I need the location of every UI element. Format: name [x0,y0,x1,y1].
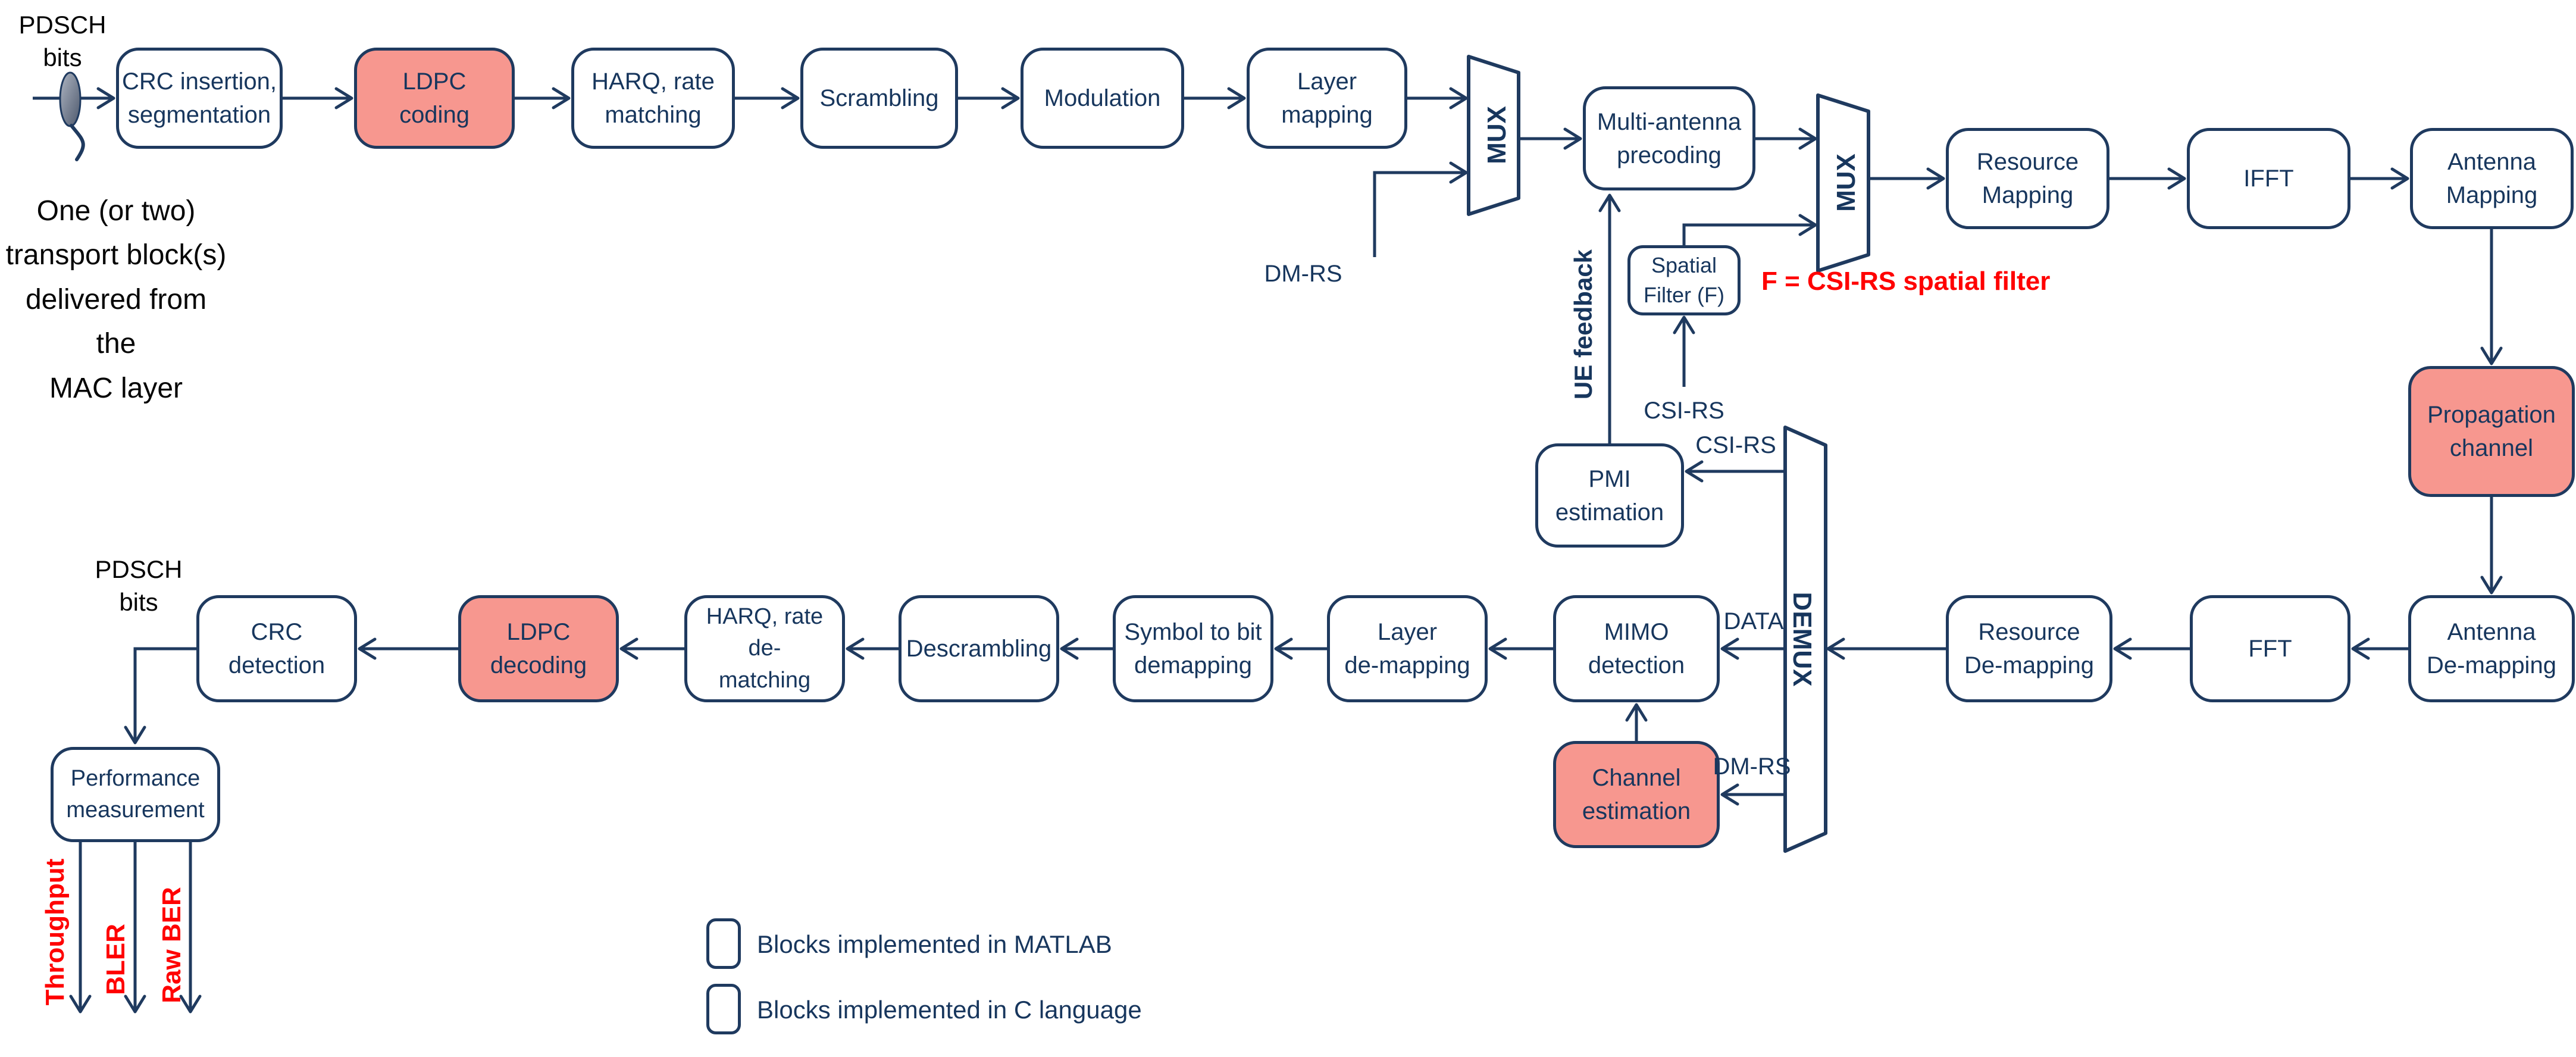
connectors [33,87,2503,1014]
mux2-label: MUX [1832,154,1861,212]
block-spatial-filter: Spatial Filter (F) [1627,245,1741,315]
block-harq-rate-matching: HARQ, rate matching [571,48,735,149]
mux2-shape [1816,93,1870,273]
block-resource-de-mapping: Resource De-mapping [1946,595,2112,702]
dm-rs-tx-label: DM-RS [1264,261,1342,287]
block-mimo-detection: MIMO detection [1553,595,1720,702]
csi-rs-demux-label: CSI-RS [1695,432,1776,458]
data-demux-label: DATA [1723,608,1784,634]
block-fft: FFT [2190,595,2350,702]
mux1-label: MUX [1482,106,1511,164]
block-ldpc-decoding: LDPC decoding [458,595,619,702]
block-modulation: Modulation [1021,48,1184,149]
ue-feedback-label: UE feedback [1569,249,1597,400]
block-harq-rate-de-matching: HARQ, rate de- matching [684,595,845,702]
legend-swatch-c-language [706,984,741,1034]
demux-label: DEMUX [1788,592,1817,687]
block-antenna-mapping: Antenna Mapping [2410,128,2574,229]
csi-rs-filter-note: F = CSI-RS spatial filter [1761,267,2051,296]
arrow-crcdet-to-performance [124,647,196,745]
block-pmi-estimation: PMI estimation [1535,443,1684,548]
block-performance-measurement: Performance measurement [51,747,220,842]
block-multi-antenna-precoding: Multi-antenna precoding [1583,86,1755,190]
block-ldpc-coding: LDPC coding [354,48,515,149]
mux1-shape [1467,55,1520,216]
legend-label-matlab: Blocks implemented in MATLAB [757,930,1112,958]
block-propagation-channel: Propagation channel [2408,366,2575,497]
arrow-spatialfilter-to-mux2 [1682,214,1817,245]
pdsch-bits-rx-label: PDSCH bits [95,555,183,616]
block-descrambling: Descrambling [899,595,1059,702]
block-crc-detection: CRC detection [196,595,357,702]
block-resource-mapping: Resource Mapping [1946,128,2109,229]
legend-swatch-matlab [706,918,741,969]
block-layer-de-mapping: Layer de-mapping [1327,595,1488,702]
arrow-dmrs-to-mux1 [1373,161,1468,257]
block-ifft: IFFT [2187,128,2350,229]
block-symbol-to-bit-demapping: Symbol to bit demapping [1113,595,1273,702]
block-channel-estimation: Channel estimation [1553,741,1720,848]
legend-label-c-language: Blocks implemented in C language [757,996,1142,1024]
dm-rs-demux-label: DM-RS [1713,753,1791,780]
transport-block-icon [59,71,85,161]
pdsch-bits-tx-label: PDSCH bits [18,11,107,71]
raw-ber-label: Raw BER [157,887,186,1003]
throughput-label: Throughput [40,858,70,1006]
csi-rs-tx-label: CSI-RS [1644,398,1724,424]
bler-label: BLER [101,924,130,995]
block-layer-mapping: Layer mapping [1247,48,1407,149]
demux-shape [1783,426,1827,853]
block-crc-insertion: CRC insertion, segmentation [116,48,283,149]
block-scrambling: Scrambling [800,48,958,149]
transport-block-note: One (or two) transport block(s) delivere… [5,195,227,404]
block-antenna-de-mapping: Antenna De-mapping [2408,595,2575,702]
